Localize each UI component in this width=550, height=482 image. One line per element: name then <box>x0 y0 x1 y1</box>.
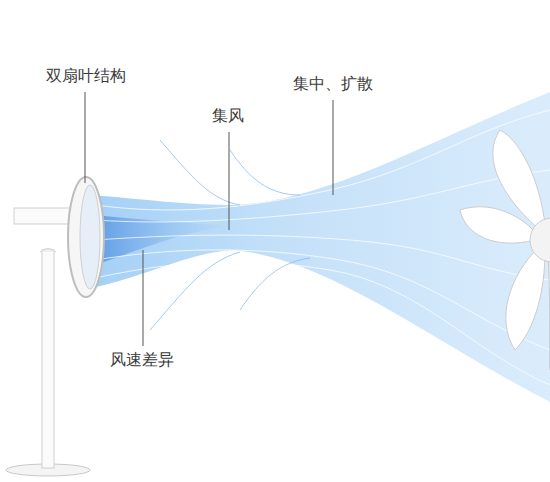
callout-label: 集风 <box>210 106 246 126</box>
callout-label: 双扇叶结构 <box>44 66 128 86</box>
callout-label: 集中、扩散 <box>291 74 375 94</box>
callout-label: 风速差异 <box>108 350 176 370</box>
